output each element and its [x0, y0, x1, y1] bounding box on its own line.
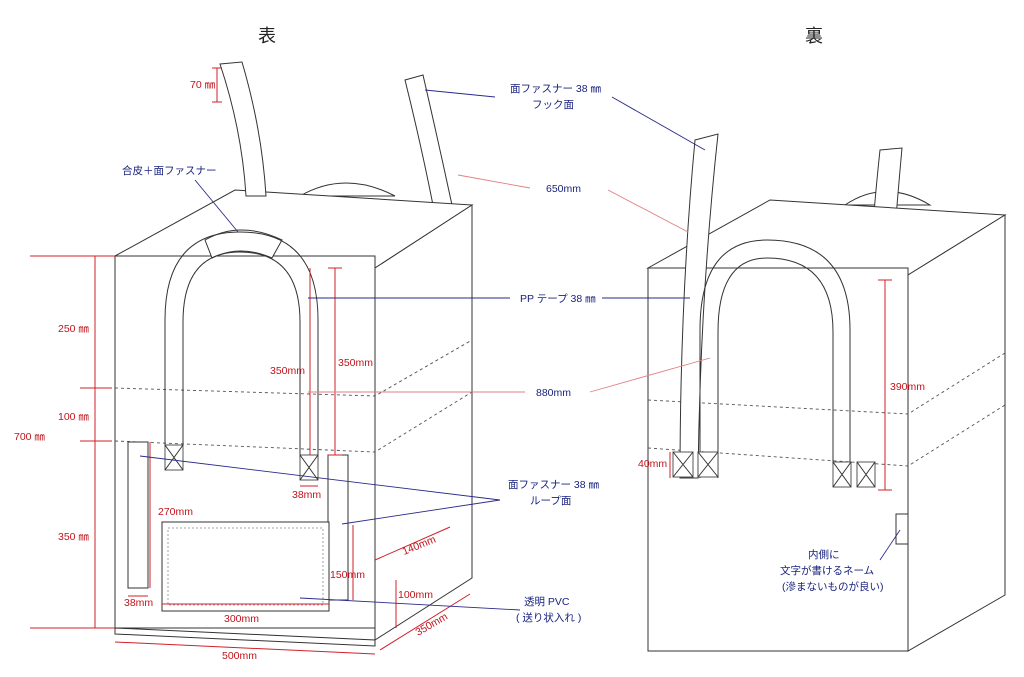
name-tag	[895, 513, 909, 545]
label-leather: 合皮＋面ファスナー	[122, 164, 217, 177]
dim-line-350b	[328, 267, 342, 456]
leader-loop-1	[139, 455, 501, 501]
back-strap-boxes	[672, 451, 876, 488]
label-pvc-sub: ( 送り状入れ )	[516, 611, 581, 624]
dim-70: 70 ㎜	[190, 79, 216, 91]
loop-strip-left	[127, 441, 149, 589]
back-side-face	[907, 214, 1006, 652]
dim-250: 250 ㎜	[58, 323, 89, 335]
front-dash-1	[114, 339, 473, 397]
front-strap-box-left	[164, 444, 184, 471]
front-side-face	[374, 204, 473, 641]
leader-880-back	[589, 357, 711, 393]
back-strap-inner	[717, 257, 834, 478]
dim-40: 40mm	[638, 458, 667, 470]
back-title: 裏	[805, 26, 823, 47]
dim-line-140	[374, 526, 451, 561]
dim-350a: 350mm	[270, 365, 305, 377]
front-handle-left	[219, 61, 267, 197]
label-pp-tape: PP テープ 38 ㎜	[520, 293, 596, 305]
leader-hook-back	[611, 96, 706, 151]
dim-350: 350 ㎜	[58, 531, 89, 543]
back-strap-outer	[699, 239, 851, 478]
back-dash-1	[647, 352, 1006, 415]
leader-lines	[139, 89, 901, 611]
front-view	[30, 61, 474, 655]
dim-500: 500mm	[222, 650, 257, 662]
label-strap-len: 880mm	[536, 387, 571, 399]
label-loop: 面ファスナー 38 ㎜	[508, 479, 600, 491]
dim-line-ticks	[80, 387, 112, 442]
label-name-1: 内側に	[808, 548, 840, 561]
dim-100: 100 ㎜	[58, 411, 89, 423]
back-dash-2	[647, 404, 1006, 467]
front-dash-2	[114, 391, 473, 453]
dim-350b: 350mm	[338, 357, 373, 369]
dim-300: 300mm	[224, 613, 259, 625]
dim-line-70	[212, 67, 222, 103]
dim-390: 390mm	[890, 381, 925, 393]
label-pvc: 透明 PVC	[524, 596, 570, 608]
leader-leather	[194, 179, 239, 233]
strap-inner	[182, 251, 301, 458]
back-view	[646, 133, 1007, 652]
pvc-window-inner	[167, 527, 324, 606]
dim-270: 270mm	[158, 506, 193, 518]
front-bottom-edge	[114, 627, 376, 647]
front-handle-right	[404, 74, 453, 206]
dim-700: 700 ㎜	[14, 431, 45, 443]
leader-hook-front	[424, 89, 496, 98]
dim-38b: 38mm	[124, 597, 153, 609]
dim-38a: 38mm	[292, 489, 321, 501]
strap-outer	[164, 231, 319, 458]
front-title: 表	[258, 26, 276, 47]
label-loop-sub: ループ面	[530, 495, 571, 507]
dim-150: 150mm	[330, 569, 365, 581]
dim-350c: 350mm	[414, 611, 451, 639]
label-hook-sub: フック面	[532, 99, 574, 111]
label-hook: 面ファスナー 38 ㎜	[510, 83, 602, 95]
leader-pvc	[299, 597, 521, 611]
leader-650-back	[607, 189, 689, 233]
leader-loop-2	[341, 499, 501, 525]
back-handle-left	[679, 133, 719, 479]
leader-650-front	[457, 174, 531, 189]
label-name-3: (滲まないものが良い)	[782, 580, 884, 593]
pvc-window	[161, 521, 330, 612]
label-handle-len: 650mm	[546, 183, 581, 195]
front-dome	[298, 182, 396, 197]
dim-line-390	[878, 279, 892, 491]
dim-line-350c	[379, 593, 471, 651]
dim-line-outer	[30, 255, 115, 629]
dim-100b: 100mm	[398, 589, 433, 601]
leader-name	[879, 529, 901, 561]
label-name-2: 文字が書けるネーム	[780, 564, 874, 577]
dim-line-500	[114, 641, 376, 655]
